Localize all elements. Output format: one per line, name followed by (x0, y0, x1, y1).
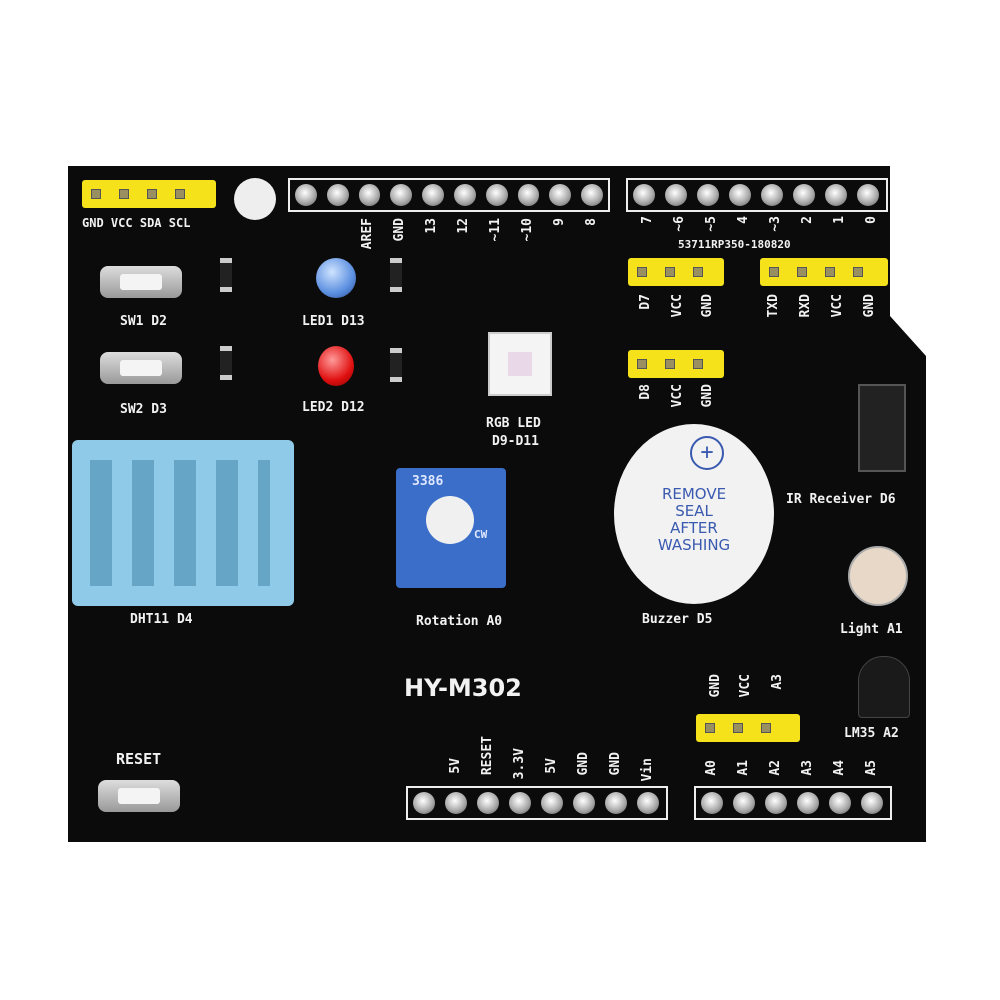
pin-label: 5V (544, 758, 559, 774)
mounting-hole (234, 178, 276, 220)
pin-label: D7 (638, 294, 653, 310)
resistor (390, 258, 402, 292)
lm35-sensor (858, 656, 910, 718)
sw2-button[interactable] (100, 352, 182, 384)
pin-label: VCC (670, 384, 685, 408)
sticker-line: SEAL (675, 502, 713, 520)
pin-label: A1 (736, 760, 751, 776)
rgb-pins-label: D9-D11 (492, 434, 539, 449)
red-led (318, 346, 354, 386)
pin-label: Vin (640, 758, 655, 782)
pin-label: RESET (480, 736, 495, 776)
pin-label: A2 (768, 760, 783, 776)
digital-header-high (288, 178, 610, 212)
digital-header-low (626, 178, 888, 212)
pot-label: Rotation A0 (416, 614, 503, 629)
dht11-label: DHT11 D4 (130, 612, 193, 627)
pin-label: TXD (766, 294, 781, 318)
ir-label: IR Receiver D6 (786, 492, 896, 507)
photoresistor (848, 546, 908, 606)
light-label: Light A1 (840, 622, 903, 637)
pin-label: GND (392, 218, 407, 242)
pin-label: GND (576, 752, 591, 776)
pin-label: GND (700, 384, 715, 408)
pot-code: 3386 (412, 474, 444, 489)
ir-receiver (858, 384, 906, 472)
pin-label: A3 (800, 760, 815, 776)
pin-label: 2 (800, 216, 815, 224)
uart-header (760, 258, 888, 286)
pin-label: 8 (584, 218, 599, 226)
buzzer-label: Buzzer D5 (642, 612, 713, 627)
led2-label: LED2 D12 (302, 400, 365, 415)
pin-label: A0 (704, 760, 719, 776)
a3-header (696, 714, 800, 742)
pin-label: 1 (832, 216, 847, 224)
reset-button[interactable] (98, 780, 180, 812)
pin-label: 3.3V (512, 748, 527, 780)
pin-label: ~11 (488, 218, 503, 242)
potentiometer[interactable]: 3386 CW (396, 468, 506, 588)
pin-label: AREF (360, 218, 375, 250)
pin-label: 13 (424, 218, 439, 234)
pin-label: 12 (456, 218, 471, 234)
resistor (220, 346, 232, 380)
pin-label: 7 (640, 216, 655, 224)
pin-label: 4 (736, 216, 751, 224)
pin-label: A4 (832, 760, 847, 776)
pot-cw: CW (474, 528, 488, 541)
blue-led (316, 258, 356, 298)
resistor (390, 348, 402, 382)
led1-label: LED1 D13 (302, 314, 365, 329)
plus-icon: + (690, 436, 724, 470)
dht11-sensor (72, 440, 294, 606)
serial-number: 53711RP350-180820 (678, 238, 791, 251)
lm35-label: LM35 A2 (844, 726, 899, 741)
pin-label: ~3 (768, 216, 783, 232)
sticker-line: REMOVE (661, 485, 727, 503)
pin-label: RXD (798, 294, 813, 318)
board-model: HY-M302 (404, 674, 522, 702)
power-header (406, 786, 668, 820)
sw1-button[interactable] (100, 266, 182, 298)
pin-label: ~10 (520, 218, 535, 242)
pin-label: A5 (864, 760, 879, 776)
d7-header (628, 258, 724, 286)
rgb-label: RGB LED (486, 416, 541, 431)
sw1-label: SW1 D2 (120, 314, 167, 329)
i2c-labels: GND VCC SDA SCL (82, 216, 191, 230)
pin-label: VCC (670, 294, 685, 318)
pin-label: GND (708, 674, 723, 698)
reset-label: RESET (116, 750, 162, 768)
pin-label: A3 (770, 674, 785, 690)
pcb-board: GND VCC SDA SCL AREF GND 13 12 ~11 ~10 9… (68, 166, 926, 842)
resistor (220, 258, 232, 292)
pin-label: VCC (738, 674, 753, 698)
sticker-line: WASHING (657, 536, 731, 554)
pin-label: GND (608, 752, 623, 776)
pin-label: 5V (448, 758, 463, 774)
i2c-header (82, 180, 216, 208)
pin-label: 9 (552, 218, 567, 226)
pin-label: D8 (638, 384, 653, 400)
rgb-led (488, 332, 552, 396)
pin-label: GND (700, 294, 715, 318)
pin-label: VCC (830, 294, 845, 318)
pin-label: ~5 (704, 216, 719, 232)
analog-header (694, 786, 892, 820)
buzzer: + REMOVE SEAL AFTER WASHING (614, 424, 774, 604)
pin-label: GND (862, 294, 877, 318)
sticker-line: AFTER (670, 519, 718, 537)
sw2-label: SW2 D3 (120, 402, 167, 417)
pin-label: 0 (864, 216, 879, 224)
pin-label: ~6 (672, 216, 687, 232)
d8-header (628, 350, 724, 378)
